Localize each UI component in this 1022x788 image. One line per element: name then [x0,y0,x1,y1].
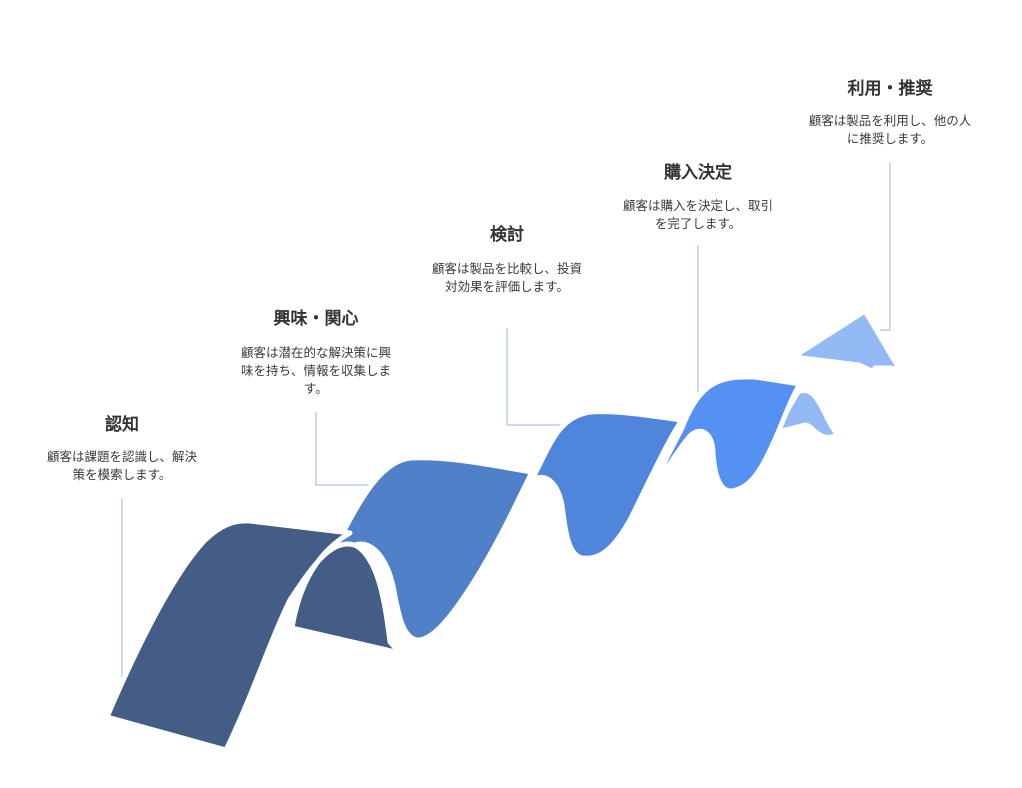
stage-description-awareness: 顧客は課題を認識し、解決策を模索します。 [46,449,197,482]
ribbon-segment-2 [286,455,535,643]
connector-line-5 [880,162,891,331]
ribbon-segment-3 [491,409,685,561]
stage-description-consideration: 顧客は製品を比較し、投資対効果を評価します。 [431,261,582,294]
ribbon-segment-4 [647,374,803,494]
connector-line-3 [506,328,562,426]
ribbon-segment-5 [771,308,903,440]
stage-title-advocacy: 利用・推奨 [847,79,933,99]
connector-line-2 [315,412,378,486]
stage-title-awareness: 認知 [105,415,139,435]
stage-description-advocacy: 顧客は製品を利用し、他の人に推奨します。 [808,113,972,146]
stage-title-interest: 興味・関心 [273,309,359,329]
ribbon-segment-1 [104,518,403,753]
stage-title-consideration: 検討 [490,225,524,245]
stage-description-purchase: 顧客は購入を決定し、取引を完了します。 [622,198,773,231]
stage-description-interest: 顧客は潜在的な解決策に興味を持ち、情報を収集します。 [240,345,391,396]
stage-title-purchase: 購入決定 [664,163,732,183]
